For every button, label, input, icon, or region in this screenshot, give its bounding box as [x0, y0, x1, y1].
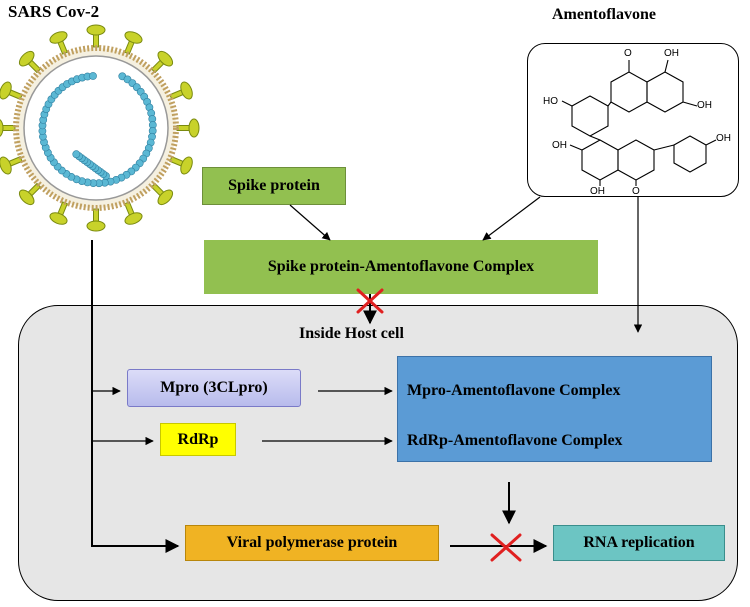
- mol-oh-right: OH: [697, 100, 712, 111]
- arrow-virus-to-polymerase: [91, 240, 180, 553]
- spike-glycoprotein: [176, 118, 200, 138]
- complexes-box: [397, 356, 712, 462]
- mol-o-top: O: [624, 48, 632, 59]
- spike-glycoprotein: [124, 31, 143, 55]
- spike-glycoprotein: [0, 156, 23, 175]
- spike-glycoprotein: [150, 182, 174, 206]
- mol-ho-left: HO: [543, 96, 558, 107]
- virus-title: SARS Cov-2: [8, 2, 100, 21]
- spike-glycoprotein: [0, 81, 23, 100]
- mol-oh-far-right: OH: [716, 133, 731, 144]
- spike-glycoprotein: [124, 201, 143, 225]
- rna-bead: [89, 72, 97, 80]
- mol-oh-lower-left: OH: [552, 140, 567, 151]
- arrow-spike-to-complex: [289, 204, 331, 241]
- spike-glycoprotein: [49, 201, 68, 225]
- spike-glycoprotein: [0, 118, 16, 138]
- spike-glycoprotein: [49, 31, 68, 55]
- spike-glycoprotein: [169, 156, 193, 175]
- spike-glycoprotein: [86, 208, 106, 232]
- inhibit-x-entry-b: [356, 288, 384, 314]
- spike-complex-box: Spike protein-Amentoflavone Complex: [204, 240, 598, 294]
- spike-glycoprotein: [150, 50, 174, 74]
- spike-glycoprotein: [86, 24, 106, 48]
- spike-protein-box: Spike protein: [202, 167, 346, 205]
- rna-bead: [72, 150, 81, 159]
- inhibit-x-replication-b: [490, 533, 522, 562]
- arrow-amentoflavone-to-complex: [482, 196, 541, 241]
- spike-glycoprotein: [169, 81, 193, 100]
- spike-glycoprotein: [18, 182, 42, 206]
- virus-spikes: [0, 24, 200, 232]
- rna-replication-box: RNA replication: [553, 525, 725, 561]
- mpro-complex-label: Mpro-Amentoflavone Complex: [407, 382, 621, 399]
- host-cell-label: Inside Host cell: [299, 325, 404, 342]
- rdrp-complex-label: RdRp-Amentoflavone Complex: [407, 432, 623, 449]
- amentoflavone-structure-box: [527, 43, 739, 197]
- mol-o-bottom: O: [632, 186, 640, 197]
- mol-oh-bottom: OH: [590, 186, 605, 197]
- mol-oh-top-right: OH: [664, 48, 679, 59]
- viral-rna-strand: [38, 72, 157, 188]
- ring-c-lower: [617, 139, 655, 181]
- rdrp-box: RdRp: [160, 423, 236, 456]
- compound-title: Amentoflavone: [552, 6, 656, 23]
- mpro-box: Mpro (3CLpro): [127, 369, 301, 407]
- viral-polymerase-box: Viral polymerase protein: [185, 525, 439, 561]
